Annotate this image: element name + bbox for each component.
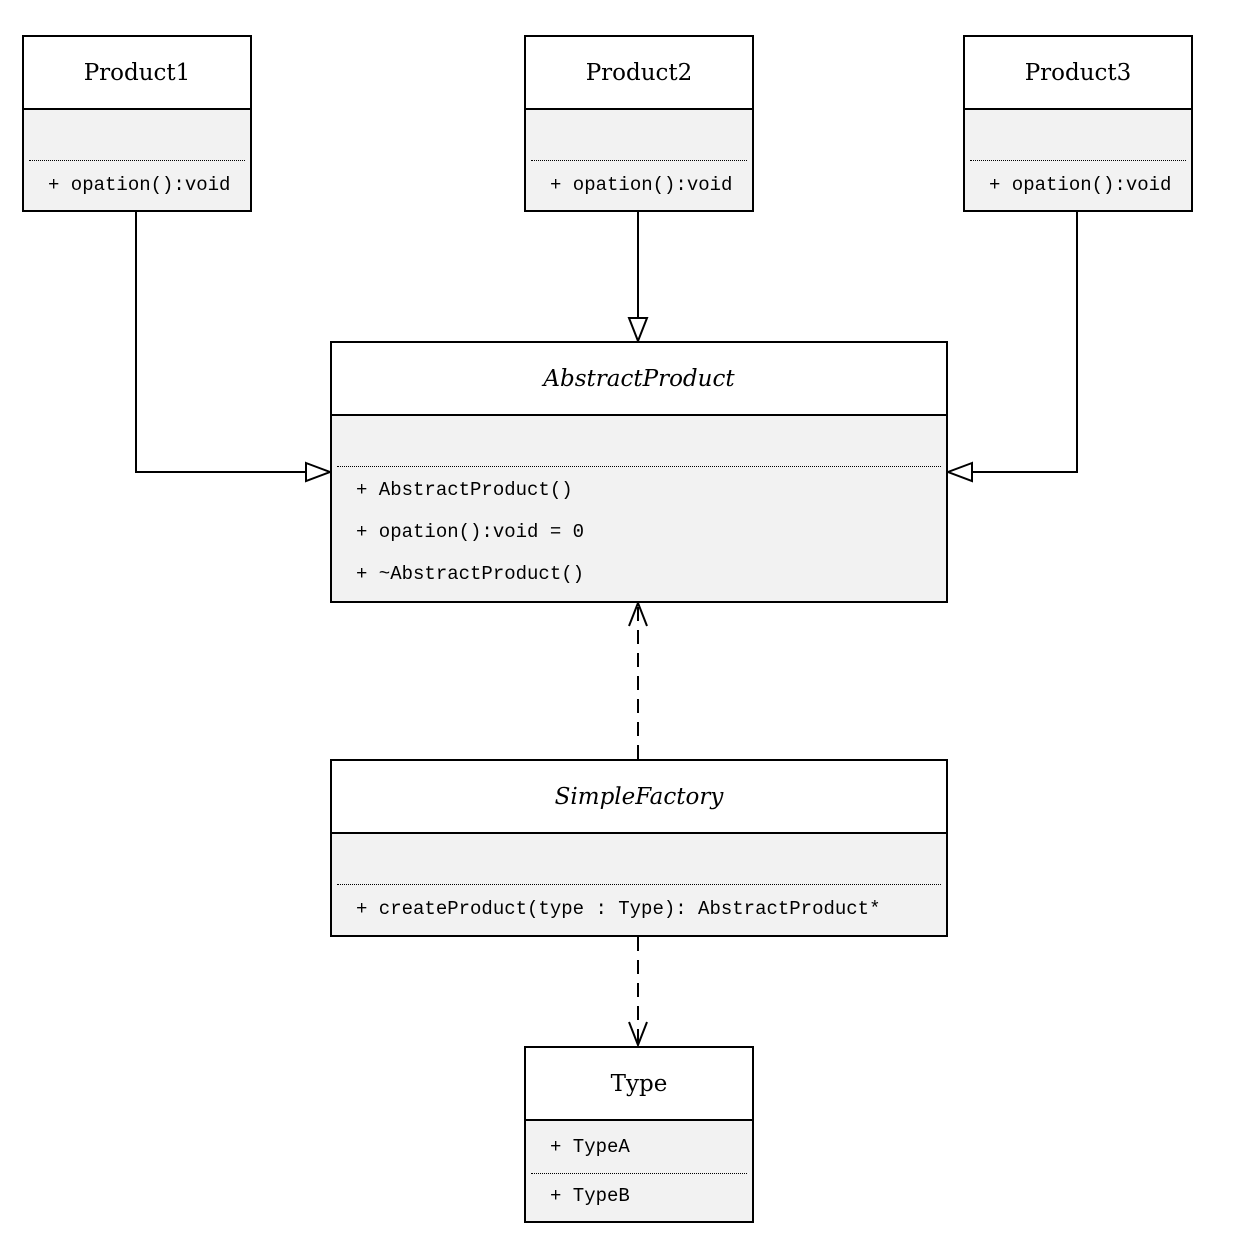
attributes-compartment	[965, 110, 1191, 160]
operation: + AbstractProduct()	[356, 479, 573, 501]
generalization-product3	[972, 212, 1078, 473]
class-name: SimpleFactory	[332, 761, 946, 834]
generalization-arrowhead-product2	[627, 317, 649, 344]
attributes-compartment	[24, 110, 250, 160]
compartment-separator	[337, 884, 941, 885]
class-product2[interactable]: Product2 + opation():void	[524, 35, 754, 212]
attributes-compartment	[332, 834, 946, 884]
generalization-arrowhead-product3	[945, 461, 973, 483]
attributes-compartment	[332, 416, 946, 466]
class-name: Type	[526, 1048, 752, 1121]
class-simple-factory[interactable]: SimpleFactory + createProduct(type : Typ…	[330, 759, 948, 937]
class-name: Product1	[24, 37, 250, 110]
operation: + opation():void	[989, 174, 1172, 196]
class-abstract-product[interactable]: AbstractProduct + AbstractProduct() + op…	[330, 341, 948, 603]
operation: + ~AbstractProduct()	[356, 563, 585, 585]
compartment-separator	[970, 160, 1186, 161]
operation: + opation():void	[550, 174, 733, 196]
compartment-separator	[29, 160, 245, 161]
class-type[interactable]: Type + TypeA + TypeB	[524, 1046, 754, 1223]
dependency-arrowhead-product	[628, 600, 648, 627]
attributes-compartment	[526, 110, 752, 160]
class-name: AbstractProduct	[332, 343, 946, 416]
operation: + createProduct(type : Type): AbstractPr…	[356, 898, 881, 920]
compartment-separator	[337, 466, 941, 467]
class-product3[interactable]: Product3 + opation():void	[963, 35, 1193, 212]
class-name: Product3	[965, 37, 1191, 110]
operation: + TypeB	[550, 1185, 630, 1207]
attribute: + TypeA	[550, 1136, 630, 1158]
class-product1[interactable]: Product1 + opation():void	[22, 35, 252, 212]
compartment-separator	[531, 1173, 747, 1174]
generalization-product1	[135, 212, 306, 473]
compartment-separator	[531, 160, 747, 161]
generalization-arrowhead-product1	[305, 461, 333, 483]
operation: + opation():void	[48, 174, 231, 196]
dependency-arrowhead-type	[628, 1021, 648, 1048]
class-name: Product2	[526, 37, 752, 110]
operation: + opation():void = 0	[356, 521, 585, 543]
